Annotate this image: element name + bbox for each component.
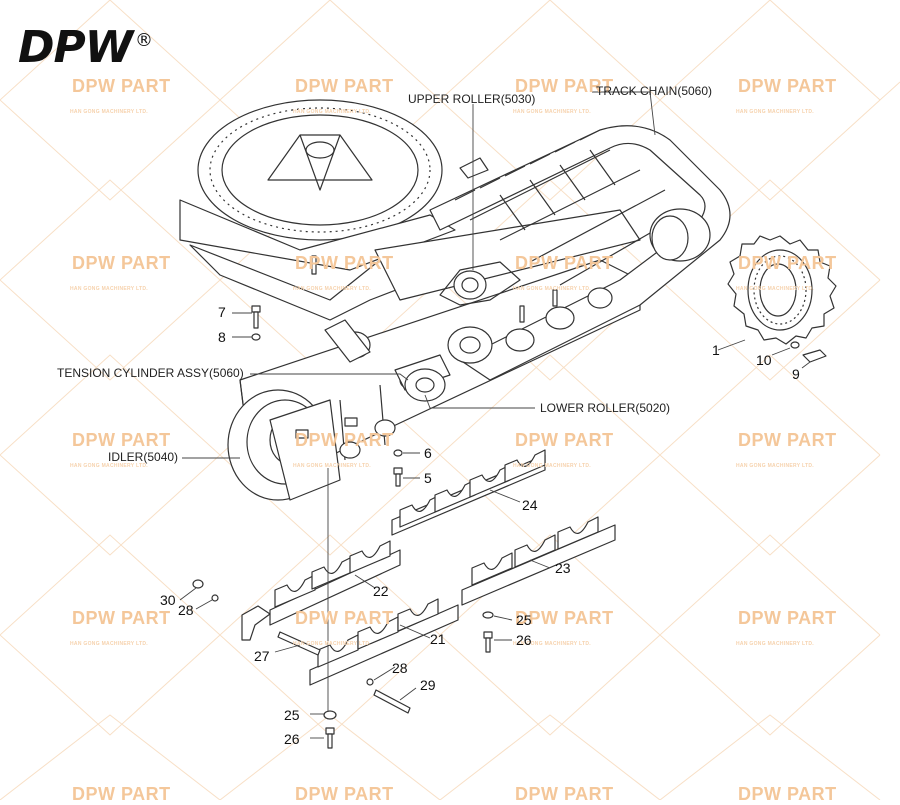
lower-rollers	[339, 287, 613, 459]
track-chain	[429, 125, 731, 381]
watermark: DPW PART	[72, 253, 171, 273]
watermark-sub: HAN GONG MACHINERY LTD.	[513, 463, 591, 469]
part-number-25: 25	[284, 707, 300, 723]
part-number-24: 24	[522, 497, 538, 513]
part-number-22: 22	[373, 583, 389, 599]
watermark-sub: HAN GONG MACHINERY LTD.	[513, 286, 591, 292]
watermark-sub: HAN GONG MACHINERY LTD.	[513, 641, 591, 647]
watermark-sub: HAN GONG MACHINERY LTD.	[70, 109, 148, 115]
watermark: DPW PART	[738, 76, 837, 96]
watermark: DPW PART	[295, 784, 394, 804]
watermark: DPW PART	[72, 608, 171, 628]
part-number-7: 7	[218, 304, 226, 320]
watermark: DPW PART	[515, 430, 614, 450]
registered-mark: ®	[135, 30, 153, 51]
sprocket	[727, 235, 837, 345]
watermark-sub: HAN GONG MACHINERY LTD.	[293, 641, 371, 647]
track-guard-22	[269, 540, 401, 626]
label-track-chain: TRACK CHAIN(5060)	[596, 84, 713, 98]
idler-wheel	[227, 389, 358, 501]
part-number-8: 8	[218, 329, 226, 345]
watermark: DPW PART	[72, 784, 171, 804]
watermark: DPW PART	[295, 253, 394, 273]
watermark-sub: HAN GONG MACHINERY LTD.	[293, 463, 371, 469]
part-number-9: 9	[792, 366, 800, 382]
upper-roller	[439, 157, 521, 306]
watermark: DPW PART	[515, 608, 614, 628]
part-number-5: 5	[424, 470, 432, 486]
frame-bolt	[251, 305, 261, 341]
part-number-1: 1	[712, 342, 720, 358]
watermark: DPW PART	[72, 76, 171, 96]
watermark: DPW PART	[738, 784, 837, 804]
watermark: DPW PART	[515, 76, 614, 96]
part-number-25: 25	[516, 612, 532, 628]
part-number-28: 28	[392, 660, 408, 676]
label-upper-roller: UPPER ROLLER(5030)	[408, 92, 536, 106]
track-guard-21	[241, 598, 459, 686]
dpw-logo: DPW	[18, 22, 133, 73]
part-number-28: 28	[178, 602, 194, 618]
part-number-21: 21	[430, 631, 446, 647]
part-number-29: 29	[420, 677, 436, 693]
swing-bearing-ring	[197, 99, 443, 241]
sprocket-bolt	[790, 341, 827, 363]
leader-lines	[179, 91, 811, 739]
part-number-10: 10	[756, 352, 772, 368]
watermark-sub: HAN GONG MACHINERY LTD.	[513, 109, 591, 115]
part-number-6: 6	[424, 445, 432, 461]
watermark-sub: HAN GONG MACHINERY LTD.	[293, 109, 371, 115]
watermark: DPW PART	[738, 430, 837, 450]
part-number-30: 30	[160, 592, 176, 608]
part-number-26: 26	[284, 731, 300, 747]
watermark: DPW PART	[515, 253, 614, 273]
part-number-26: 26	[516, 632, 532, 648]
watermark: DPW PART	[515, 784, 614, 804]
label-tension-cylinder: TENSION CYLINDER ASSY(5060)	[57, 366, 244, 380]
watermark-sub: HAN GONG MACHINERY LTD.	[736, 463, 814, 469]
watermark-sub: HAN GONG MACHINERY LTD.	[70, 463, 148, 469]
watermark-sub: HAN GONG MACHINERY LTD.	[70, 286, 148, 292]
label-lower-roller: LOWER ROLLER(5020)	[540, 401, 671, 415]
watermark: DPW PART	[295, 76, 394, 96]
watermark-sub: HAN GONG MACHINERY LTD.	[70, 641, 148, 647]
watermark: DPW PART	[72, 430, 171, 450]
watermark: DPW PART	[738, 253, 837, 273]
watermark: DPW PART	[295, 430, 394, 450]
track-guard-24	[391, 449, 546, 536]
guard-bolt	[393, 449, 403, 487]
label-idler: IDLER(5040)	[108, 450, 179, 464]
watermark-sub: HAN GONG MACHINERY LTD.	[293, 286, 371, 292]
part-number-27: 27	[254, 648, 270, 664]
part-number-23: 23	[555, 560, 571, 576]
watermark-sub: HAN GONG MACHINERY LTD.	[736, 109, 814, 115]
watermark: DPW PART	[738, 608, 837, 628]
watermark-sub: HAN GONG MACHINERY LTD.	[736, 286, 814, 292]
watermark: DPW PART	[295, 608, 394, 628]
hardware-pins	[192, 579, 494, 749]
track-guard-23	[461, 516, 616, 606]
watermark-sub: HAN GONG MACHINERY LTD.	[736, 641, 814, 647]
